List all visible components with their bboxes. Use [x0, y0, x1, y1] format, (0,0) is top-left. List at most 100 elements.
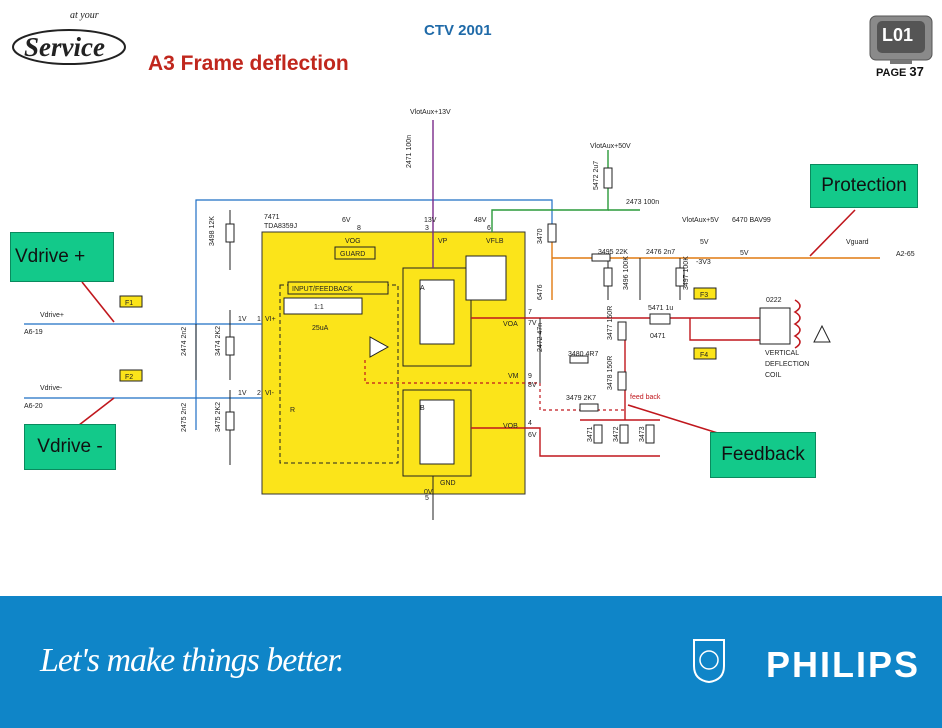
pin-vob-label: VOB: [503, 423, 518, 430]
voltage-6v: 6V: [342, 217, 351, 224]
supply-13v-label: VlotAux+13V: [410, 109, 451, 116]
feedback-callout: Feedback: [710, 432, 816, 478]
voltage-5v: 5V: [740, 250, 749, 257]
pin-vp-label: VP: [438, 238, 448, 245]
voltage-1v-b: 1V: [238, 390, 247, 397]
supply-5v-label: VlotAux+5V: [682, 217, 719, 224]
component-2473: 2473 100n: [626, 199, 659, 206]
voltage-5v-b: 5V: [700, 239, 709, 246]
feedback-net-label: feed back: [630, 394, 661, 401]
component-6470: 6470 BAV99: [732, 217, 771, 224]
vdrive-minus-callout: Vdrive -: [24, 424, 116, 470]
component-bodies: [225, 167, 791, 444]
voltage-7v: 7V: [528, 320, 537, 327]
supply-50v-label: VlotAux+50V: [590, 143, 631, 150]
component-3495: 3495 22K: [598, 249, 628, 256]
fuse-f3: F3: [700, 292, 708, 299]
voltage-8v: 8V: [528, 382, 537, 389]
pin-1: 1: [257, 316, 261, 323]
output-stage-b: [402, 389, 472, 477]
component-3480: 3480 4R7: [568, 351, 598, 358]
badge-label: L01: [882, 25, 914, 45]
resistor-r-label: R: [290, 407, 295, 414]
input-block-title-box: [287, 281, 389, 295]
component-2472: 2472 47n: [537, 323, 544, 352]
pin-7: 7: [528, 309, 532, 316]
protection-callout: Protection: [810, 164, 918, 208]
logo-swoosh-icon: [12, 29, 126, 65]
component-3474: 3474 2K2: [215, 326, 222, 356]
stage-b-label: B: [420, 405, 425, 412]
footer-bar: [0, 596, 942, 728]
voltage-0v: 0V: [424, 489, 433, 496]
component-5471: 5471 1u: [648, 305, 673, 312]
page-label: PAGE: [876, 67, 907, 79]
pin-voa-label: VOA: [503, 321, 518, 328]
component-6476: 6476: [537, 284, 544, 300]
component-3473: 3473: [639, 426, 646, 442]
guard-label: GUARD: [340, 251, 365, 258]
pin-vog-label: VOG: [345, 238, 361, 245]
red-output-nets: [471, 317, 765, 457]
fuse-f2: F2: [125, 374, 133, 381]
opamp-symbol: [369, 336, 390, 358]
stage-a-label: A: [420, 285, 425, 292]
pin-9: 9: [528, 373, 532, 380]
logo-tagline: at your: [70, 10, 99, 21]
net-vguard: Vguard: [846, 239, 869, 246]
pin-5: 5: [425, 495, 429, 502]
net-vdrive-minus: Vdrive-: [40, 385, 63, 392]
page-indicator: PAGE 37: [876, 64, 924, 79]
current-label: 25uA: [312, 325, 329, 332]
fuse-f1: F1: [125, 300, 133, 307]
component-2475: 2475 2n2: [181, 403, 188, 432]
philips-shield-icon: [693, 639, 725, 684]
pin-vi-minus-label: VI-: [265, 390, 275, 397]
tv-icon: [869, 15, 933, 64]
ic-ref-label: 7471: [264, 214, 280, 221]
deflection-coil-icon: [793, 299, 801, 349]
voltage-1v-a: 1V: [238, 316, 247, 323]
stage-b-switches: [419, 399, 455, 465]
fuse-f4: F4: [700, 352, 708, 359]
component-3498: 3498 12K: [209, 216, 216, 246]
green-supply-net: [491, 150, 640, 232]
component-3478: 3478 150R: [607, 356, 614, 390]
pin-gnd-label: GND: [440, 480, 456, 487]
coil-label-1: VERTICAL: [765, 350, 799, 357]
pin-vm-label: VM: [508, 373, 519, 380]
component-3471: 3471: [587, 426, 594, 442]
voltage-48v: 48V: [474, 217, 487, 224]
program-title: CTV 2001: [424, 22, 492, 39]
component-2474: 2474 2n2: [181, 327, 188, 356]
ratio-box: [283, 297, 363, 315]
component-3470: 3470: [537, 228, 544, 244]
footer-slogan: Let's make things better.: [40, 642, 344, 679]
input-block-label: INPUT/FEEDBACK: [292, 286, 353, 293]
component-3472: 3472: [613, 426, 620, 442]
voltage-13v: 13V: [424, 217, 437, 224]
net-a2-65: A2-65: [896, 251, 915, 258]
component-2471: 2471 100n: [406, 135, 413, 168]
black-nets: [195, 210, 681, 520]
ic-type-label: TDA8359J: [264, 223, 297, 230]
coil-label-2: DEFLECTION: [765, 361, 809, 368]
voltage-6v-b: 6V: [528, 432, 537, 439]
schematic-diagram: VlotAux+13V VlotAux+50V VlotAux+5V 7471 …: [24, 109, 915, 520]
pin-6: 6: [487, 225, 491, 232]
page-title: A3 Frame deflection: [148, 52, 349, 75]
net-a6-20: A6-20: [24, 403, 43, 410]
pin-2: 2: [257, 390, 261, 397]
logo-text: Service: [24, 32, 105, 62]
pin-8: 8: [357, 225, 361, 232]
vdrive-plus-callout: Vdrive +: [10, 232, 114, 282]
warning-icon: [813, 324, 831, 343]
blue-nets: [24, 199, 553, 430]
stage-a-switches: [419, 279, 455, 345]
net-vdrive-plus: Vdrive+: [40, 312, 64, 319]
service-logo: Service: [10, 26, 128, 68]
philips-brand: PHILIPS: [766, 644, 921, 685]
flyback-block: [465, 255, 507, 301]
pin-vi-plus-label: VI+: [265, 316, 276, 323]
